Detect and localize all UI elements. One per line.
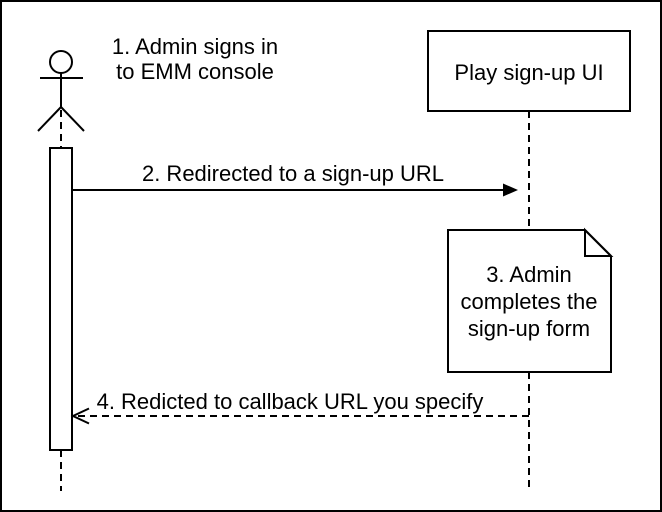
- callback-message: 4. Redicted to callback URL you specify: [70, 389, 529, 425]
- actor-right-leg: [60, 106, 85, 132]
- note-label-line2: completes the: [461, 289, 598, 314]
- actor-left-leg: [37, 106, 62, 132]
- note-label-line1: 3. Admin: [486, 262, 572, 287]
- actor-step-label-line1: 1. Admin signs in: [112, 34, 278, 59]
- request-message-label: 2. Redirected to a sign-up URL: [142, 161, 444, 186]
- note-shape: 3. Admin completes the sign-up form: [447, 227, 614, 373]
- note-outline: [447, 229, 612, 373]
- actor-icon: [37, 50, 85, 148]
- callback-message-label: 4. Redicted to callback URL you specify: [97, 389, 484, 414]
- request-message: 2. Redirected to a sign-up URL: [72, 161, 518, 197]
- note-label-line3: sign-up form: [468, 316, 590, 341]
- actor-head: [49, 50, 73, 74]
- participant-label: Play sign-up UI: [454, 60, 603, 85]
- actor-step-label-line2: to EMM console: [116, 59, 274, 84]
- participant-box: [427, 30, 631, 112]
- activation-bar: [49, 147, 73, 451]
- open-arrowhead-icon: [70, 407, 90, 425]
- note-fold-icon: [584, 227, 614, 257]
- solid-arrowhead-icon: [503, 183, 518, 197]
- actor-step-label: 1. Admin signs in to EMM console: [112, 34, 278, 84]
